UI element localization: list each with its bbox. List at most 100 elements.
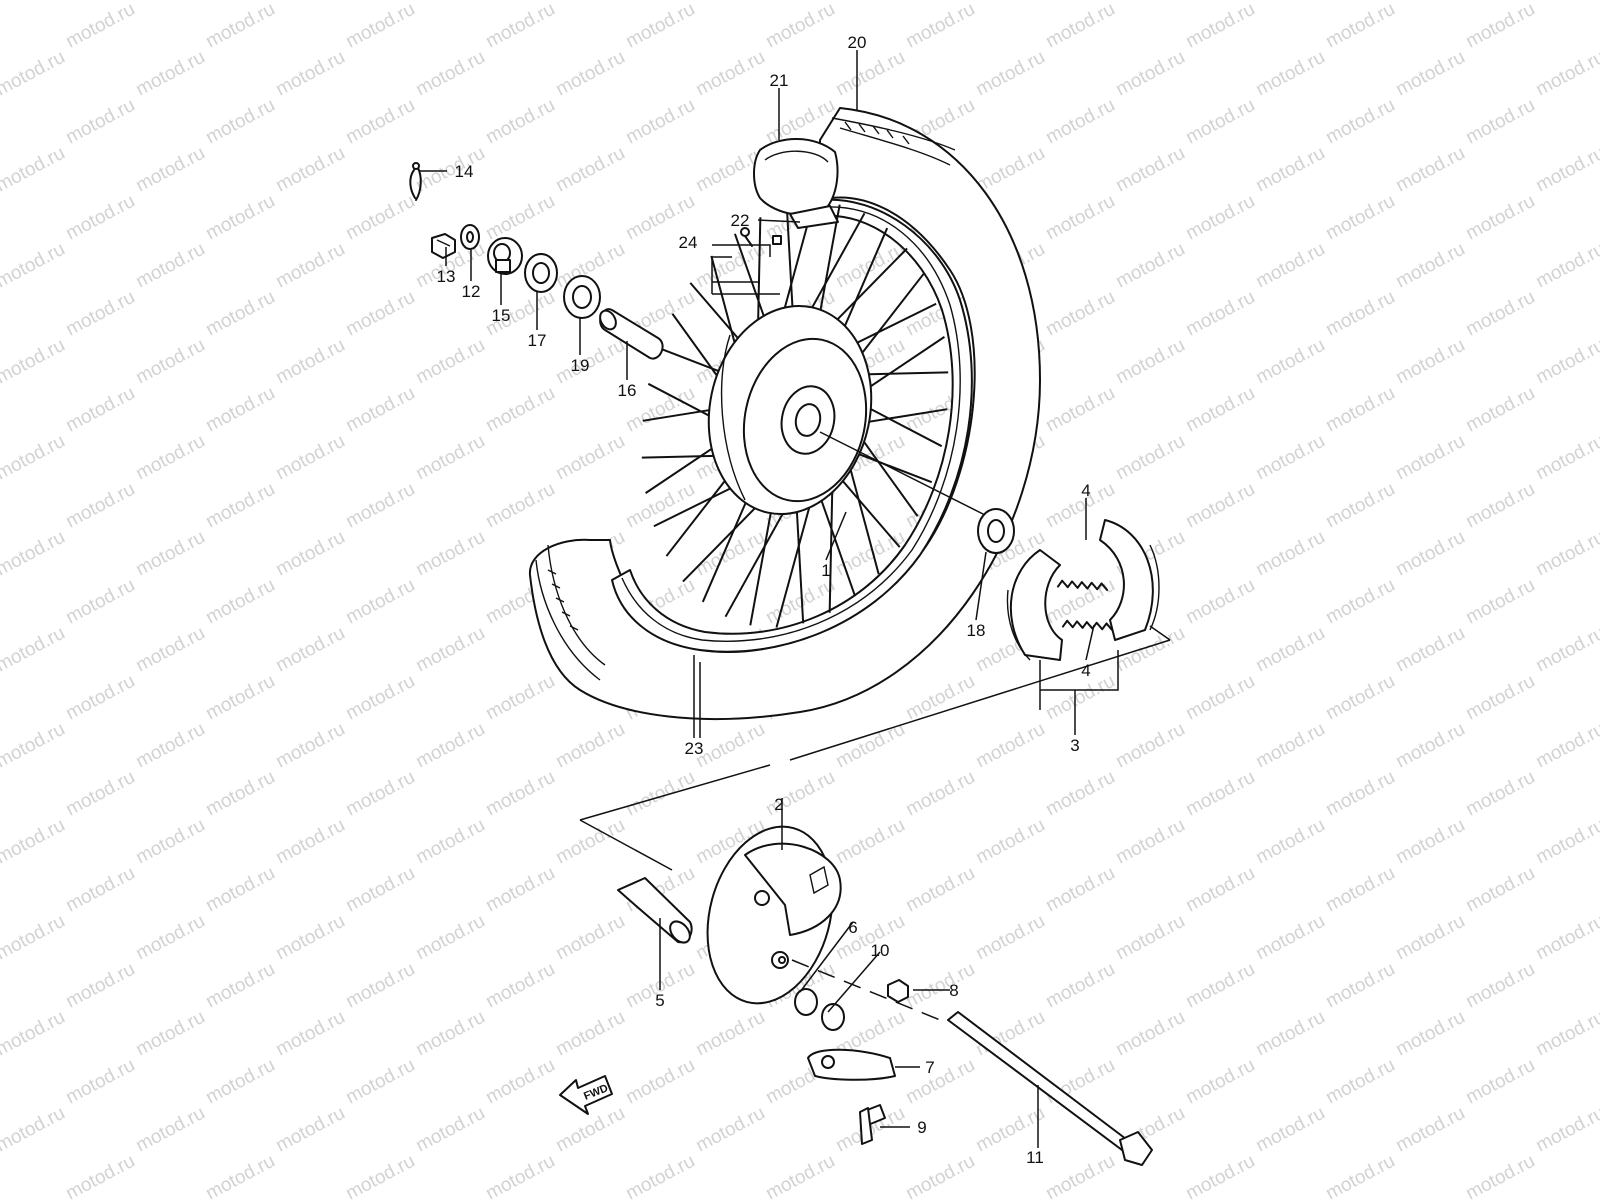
watermark-text: motod.ru [62,1055,138,1109]
brake-shoe-set [1006,519,1160,661]
watermark-text: motod.ru [62,959,138,1013]
watermark-text: motod.ru [622,1151,698,1200]
fwd-arrow-icon: FWD [559,1075,613,1115]
watermark-text: motod.ru [1322,287,1398,341]
watermark-text: motod.ru [272,527,348,581]
watermark-text: motod.ru [1182,767,1258,821]
watermark-text: motod.ru [62,383,138,437]
rim-band [789,205,839,229]
watermark-text: motod.ru [552,911,628,965]
brake-spring-lower [1061,619,1114,631]
bearing-left [563,275,601,319]
watermark-text: motod.ru [132,239,208,293]
watermark-text: motod.ru [342,479,418,533]
watermark-text: motod.ru [0,527,69,581]
watermark-text: motod.ru [692,527,768,581]
watermark-text: motod.ru [342,959,418,1013]
watermark-text: motod.ru [1462,1055,1538,1109]
watermark-text: motod.ru [202,191,278,245]
watermark-text: motod.ru [0,719,69,773]
watermark-text: motod.ru [1182,1055,1258,1109]
watermark-text: motod.ru [692,0,768,4]
watermark-text: motod.ru [1532,719,1600,773]
watermark-text: motod.ru [902,1151,978,1200]
callout-2: 2 [774,795,783,814]
watermark-text: motod.ru [0,47,69,101]
washer [460,224,480,250]
watermark-text: motod.ru [132,911,208,965]
callout-4-upper: 4 [1081,481,1090,500]
hub [707,304,873,516]
watermark-text: motod.ru [1112,815,1188,869]
watermark-text: motod.ru [272,239,348,293]
watermark-text: motod.ru [762,1151,838,1200]
watermark-text: motod.ru [342,671,418,725]
watermark-text: motod.ru [272,623,348,677]
callout-3: 3 [1070,736,1079,755]
callout-12: 12 [462,282,481,301]
callout-1: 1 [821,561,830,580]
watermark-text: motod.ru [1392,623,1468,677]
watermark-text: motod.ru [1392,719,1468,773]
callout-8: 8 [949,981,958,1000]
rim [611,198,973,653]
watermark-text: motod.ru [1252,1103,1328,1157]
watermark-text: motod.ru [1112,719,1188,773]
watermark-text: motod.ru [1532,0,1600,4]
brake-cam-lever [807,1048,896,1081]
watermark-text: motod.ru [1252,911,1328,965]
watermark-text: motod.ru [0,431,69,485]
watermark-text: motod.ru [202,287,278,341]
watermark-text: motod.ru [482,1055,558,1109]
watermark-text: motod.ru [972,0,1048,4]
callout-5: 5 [655,991,664,1010]
watermark-text: motod.ru [272,1103,348,1157]
watermark-text: motod.ru [1252,719,1328,773]
watermark-text: motod.ru [1182,671,1258,725]
watermark-text: motod.ru [1392,47,1468,101]
watermark-text: motod.ru [202,1151,278,1200]
watermark-text: motod.ru [1392,335,1468,389]
cotter-pin [409,162,422,201]
watermark-text: motod.ru [1252,47,1328,101]
brake-panel [706,825,842,1005]
watermark-text: motod.ru [1322,191,1398,245]
watermark-text: motod.ru [272,911,348,965]
watermark-text: motod.ru [272,1007,348,1061]
watermark-text: motod.ru [1252,1007,1328,1061]
watermark-text: motod.ru [1252,527,1328,581]
watermark-text: motod.ru [1532,623,1600,677]
watermark-text: motod.ru [1392,1103,1468,1157]
watermark-text: motod.ru [482,191,558,245]
watermark-text: motod.ru [272,431,348,485]
watermark-text: motod.ru [202,863,278,917]
watermark-text: motod.ru [0,143,69,197]
watermark-text: motod.ru [1532,911,1600,965]
watermark-text: motod.ru [1112,239,1188,293]
watermark-text: motod.ru [902,671,978,725]
watermark-text: motod.ru [1532,815,1600,869]
watermark-text: motod.ru [1182,575,1258,629]
watermark-text: motod.ru [202,767,278,821]
callout-10: 10 [871,941,890,960]
watermark-text: motod.ru [412,1007,488,1061]
watermark-text: motod.ru [1532,1103,1600,1157]
watermark-text: motod.ru [62,287,138,341]
watermark-text: motod.ru [692,239,768,293]
watermark-text: motod.ru [1462,863,1538,917]
watermark-text: motod.ru [1252,143,1328,197]
watermark-text: motod.ru [762,0,838,52]
axle-nut [431,233,456,259]
watermark-text: motod.ru [62,95,138,149]
inner-tube [753,138,839,217]
axle-center-line [819,431,986,516]
watermark-text: motod.ru [1462,191,1538,245]
watermark-text: motod.ru [1462,383,1538,437]
watermark-text: motod.ru [1532,239,1600,293]
callout-19: 19 [571,356,590,375]
watermark-text: motod.ru [132,719,208,773]
watermark-text: motod.ru [1392,239,1468,293]
watermark-text: motod.ru [132,815,208,869]
watermark-text: motod.ru [342,287,418,341]
watermark-text: motod.ru [552,143,628,197]
